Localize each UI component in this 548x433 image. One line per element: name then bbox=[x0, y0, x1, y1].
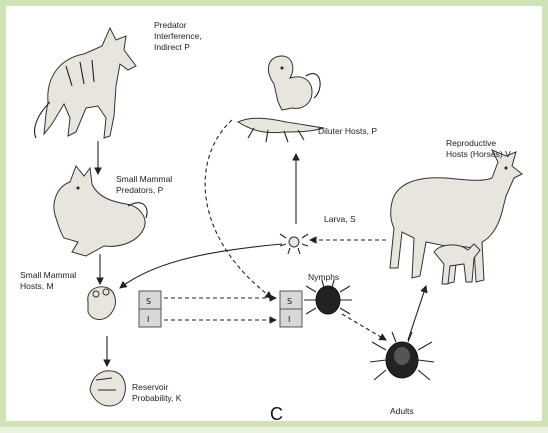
coyote-illustration bbox=[35, 28, 136, 138]
squirrel-illustration bbox=[268, 56, 320, 110]
larva-tick-icon bbox=[280, 234, 308, 254]
state-i-right: I bbox=[288, 315, 290, 324]
state-s-left: S bbox=[146, 297, 151, 306]
state-i-left: I bbox=[147, 315, 149, 324]
state-s-right: S bbox=[287, 297, 292, 306]
panel-letter: C bbox=[270, 404, 283, 424]
nymph-tick-icon bbox=[304, 280, 352, 314]
label-larva: Larva, S bbox=[324, 214, 356, 224]
label-nymphs: Nymphs bbox=[308, 272, 339, 282]
label-predator-1: Predator bbox=[154, 20, 187, 30]
label-reproductive-1: Reproductive bbox=[446, 138, 496, 148]
label-adults: Adults bbox=[390, 406, 414, 416]
deer-illustration bbox=[390, 150, 522, 284]
label-small-hosts-1: Small Mammal bbox=[20, 270, 76, 280]
tick-lifecycle-diagram: S I S I Predator Interference, Indirect … bbox=[6, 6, 548, 433]
label-diluter-hosts: Diluter Hosts, P bbox=[318, 126, 377, 136]
reservoir-illustration bbox=[90, 371, 125, 406]
label-small-predators-2: Predators, P bbox=[116, 185, 164, 195]
arrow-adult-to-deer bbox=[408, 286, 426, 340]
arrows bbox=[98, 120, 426, 366]
arrow-nymph-to-adult bbox=[342, 314, 386, 340]
label-predator-2: Interference, bbox=[154, 31, 202, 41]
lizard-illustration bbox=[238, 118, 324, 142]
label-reproductive-2: Hosts (Horses) V bbox=[446, 149, 511, 159]
arrow-diluter-to-nymph bbox=[205, 120, 272, 298]
state-box-right: S I bbox=[280, 291, 302, 327]
mouse-illustration bbox=[88, 287, 116, 320]
label-reservoir-1: Reservoir bbox=[132, 382, 169, 392]
arrow-larva-to-mouse bbox=[120, 244, 282, 288]
label-small-hosts-2: Hosts, M bbox=[20, 281, 54, 291]
label-small-predators-1: Small Mammal bbox=[116, 174, 172, 184]
state-box-left: S I bbox=[139, 291, 161, 327]
label-reservoir-2: Probability, K bbox=[132, 393, 182, 403]
label-predator-3: Indirect P bbox=[154, 42, 190, 52]
adult-tick-icon bbox=[370, 332, 434, 380]
